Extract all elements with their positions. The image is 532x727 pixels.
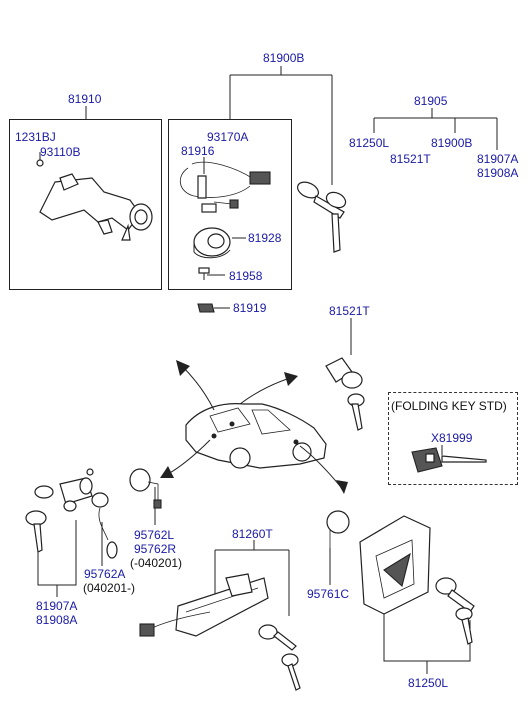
date-range-after: (040201-) [83,581,136,595]
part-number-1231BJ: 1231BJ [15,130,56,144]
part-number-81919: 81919 [233,301,267,315]
part-number-81908A-bottom: 81908A [36,613,78,627]
lock-cylinder-icon [193,227,231,259]
part-number-81250L-right: 81250L [349,136,390,150]
lamp-socket-icon [129,468,162,509]
ignition-lock-cylinder-icon [36,152,153,241]
part-number-81250L-bottom: 81250L [408,676,449,690]
folding-key-icon [411,447,487,473]
part-number-81900B-right: 81900B [431,136,473,150]
trunk-lock-icon [25,468,118,559]
part-number-81958: 81958 [229,269,263,283]
part-number-81260T: 81260T [232,527,273,541]
folding-key-box [388,392,518,485]
part-number-81910: 81910 [68,92,102,106]
part-number-81908A-right: 81908A [477,166,519,180]
part-number-81900B-top: 81900B [263,51,305,65]
part-number-93170A: 93170A [207,130,249,144]
remote-key-fob-icon [326,510,475,645]
part-number-95762R: 95762R [134,542,177,556]
part-number-81521T-mid: 81521T [329,304,370,318]
ignition-lock-box [9,119,162,290]
part-number-81907A-right: 81907A [477,152,519,166]
key-set-box [168,119,292,290]
tailgate-handle-icon [139,573,301,691]
date-range-before: (-040201) [130,556,183,570]
car-outline-icon [185,403,327,469]
clip-icon [197,303,215,313]
part-number-81928: 81928 [248,231,282,245]
door-lock-cylinder-icon [325,357,365,431]
arrows-icon [160,360,348,494]
folding-key-title: (FOLDING KEY STD) [391,399,507,413]
part-number-93110B: 93110B [40,145,81,159]
part-number-81905: 81905 [414,94,448,108]
part-number-81907A-bottom: 81907A [36,599,78,613]
part-number-95762L: 95762L [134,528,175,542]
part-number-95761C: 95761C [307,587,350,601]
wire-harness-icon [180,161,271,213]
part-number-X81999: X81999 [431,431,473,445]
screw-icon [198,267,210,280]
part-number-81916: 81916 [181,144,215,158]
part-number-95762A: 95762A [84,567,126,581]
key-icon [297,181,347,253]
part-number-81521T-right: 81521T [390,152,431,166]
